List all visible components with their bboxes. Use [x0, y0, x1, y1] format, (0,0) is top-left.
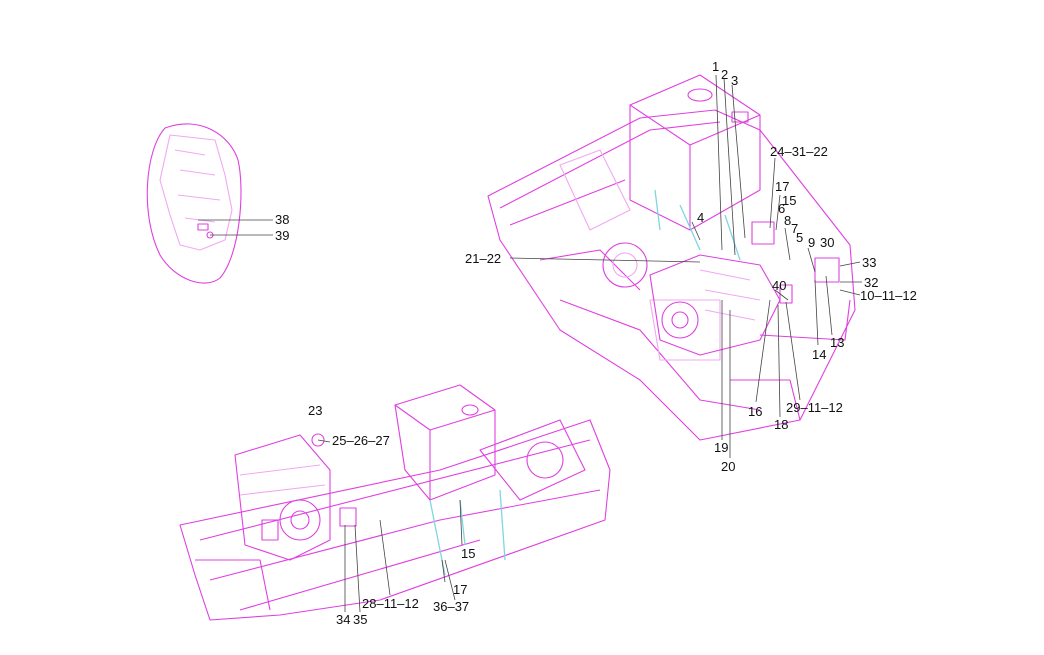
callout-4: 4 — [697, 210, 705, 225]
hose-lines — [429, 189, 741, 576]
callout-29-11-12: 29–11–12 — [786, 400, 843, 415]
callout-3: 3 — [731, 73, 739, 88]
detail-view-oval — [146, 123, 242, 284]
upper-chassis — [487, 109, 856, 441]
callout-36-37: 36–37 — [433, 599, 470, 614]
callout-15-upper: 15 — [782, 193, 797, 208]
callout-24-31-22: 24–31–22 — [770, 144, 828, 159]
callout-13: 13 — [830, 335, 845, 350]
callout-30: 30 — [820, 235, 835, 250]
callout-23: 23 — [308, 403, 323, 418]
callout-21-22: 21–22 — [465, 251, 502, 266]
leader-lines — [198, 74, 862, 613]
callout-5: 5 — [796, 230, 804, 245]
callout-38: 38 — [275, 212, 290, 227]
callout-1: 1 — [712, 59, 720, 74]
callout-8: 8 — [784, 213, 792, 228]
callout-15-lower: 15 — [461, 546, 476, 561]
callout-2: 2 — [721, 67, 729, 82]
callout-19: 19 — [714, 440, 729, 455]
callout-39: 39 — [275, 228, 290, 243]
callout-7: 7 — [791, 221, 799, 236]
callout-16: 16 — [748, 404, 763, 419]
callout-33: 33 — [862, 255, 877, 270]
callout-10-11-12: 10–11–12 — [860, 288, 917, 303]
callout-32: 32 — [864, 275, 879, 290]
upper-tank — [629, 74, 761, 231]
callout-34: 34 — [336, 612, 351, 627]
callout-25-26-27: 25–26–27 — [332, 433, 390, 448]
callout-35: 35 — [353, 612, 368, 627]
callout-40: 40 — [772, 278, 787, 293]
callout-9: 9 — [808, 235, 816, 250]
callout-20: 20 — [721, 459, 736, 474]
lower-tank — [394, 384, 496, 501]
lower-engine — [234, 433, 357, 561]
lower-chassis — [179, 419, 611, 621]
upper-engine — [649, 254, 781, 356]
callout-18: 18 — [774, 417, 789, 432]
callout-17-lower: 17 — [453, 582, 468, 597]
callout-17-upper: 17 — [775, 179, 790, 194]
callout-6: 6 — [778, 201, 786, 216]
callout-28-11-12: 28–11–12 — [362, 596, 419, 611]
callout-14: 14 — [812, 347, 827, 362]
